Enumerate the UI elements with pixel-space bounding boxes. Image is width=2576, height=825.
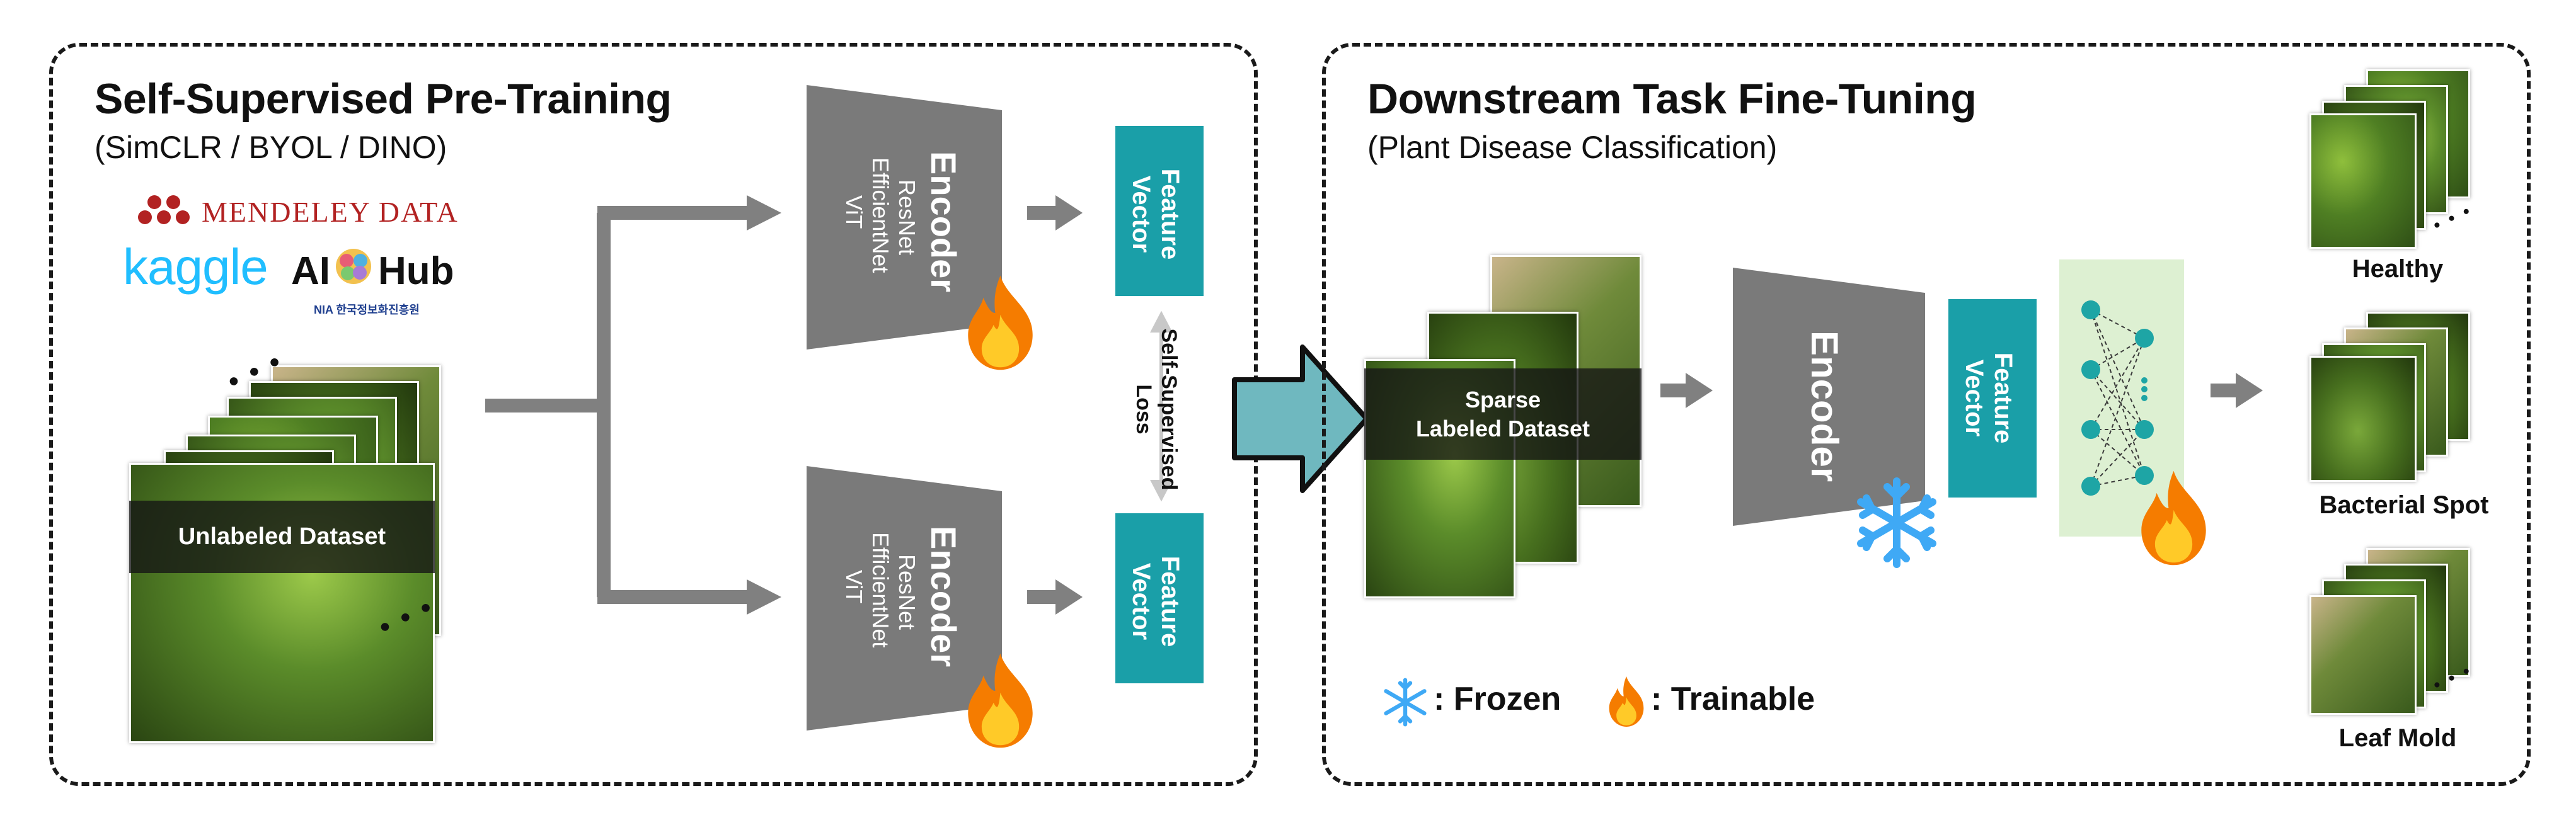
sparse-labeled-dataset-label: Sparse Labeled Dataset: [1364, 368, 1642, 460]
encoder-bottom: [807, 466, 1002, 731]
unlabeled-dataset-label: Unlabeled Dataset: [129, 501, 435, 573]
kaggle-logo: kaggle: [123, 239, 268, 295]
encoder-finetune-title: Encoder: [1803, 331, 1846, 482]
legend-frozen-label: : Frozen: [1434, 681, 1561, 717]
input-node: [2081, 300, 2100, 319]
input-node: [2081, 477, 2100, 496]
input-node: [2081, 360, 2100, 379]
arrow-head: [2236, 373, 2263, 408]
input-node: [2081, 420, 2100, 439]
encoder-finetune: [1733, 268, 1925, 526]
legend-snowflake-icon: [1384, 678, 1427, 727]
arrow-head: [1686, 373, 1713, 408]
fire-icon: [968, 653, 1033, 748]
class-label-bacterial-spot: Bacterial Spot: [2319, 491, 2489, 519]
arrow-head: [747, 579, 781, 615]
class-label-leaf-mold: Leaf Mold: [2338, 724, 2457, 752]
pretraining-subtitle: (SimCLR / BYOL / DINO): [95, 130, 447, 165]
output-node: [2135, 420, 2154, 439]
finetuning-panel: [1322, 43, 2531, 786]
ellipsis-dot: [2141, 377, 2148, 384]
brain-icon: [334, 247, 373, 286]
ellipsis-dot: [2141, 386, 2148, 392]
fire-icon: [2141, 470, 2206, 566]
loss-arrow-head: [1150, 310, 1173, 333]
mendeley-icon: [138, 195, 190, 224]
transition-arrow: [1232, 344, 1369, 493]
encoder-top: [807, 85, 1002, 350]
bacterial-spot-image: [2309, 356, 2417, 482]
healthy-image: [2309, 113, 2417, 249]
snowflake-icon: [1857, 477, 1936, 568]
pretraining-title: Self-Supervised Pre-Training: [95, 75, 672, 123]
arrow-head: [1055, 579, 1083, 615]
feature-vector-finetune: [1948, 299, 2037, 498]
class-label-healthy: Healthy: [2352, 255, 2444, 283]
feature-vector-top: [1115, 126, 1204, 296]
nia-logo: NIA 한국정보화진흥원: [314, 304, 420, 316]
feature-vector-bottom: [1115, 513, 1204, 683]
loss-arrow-head: [1150, 480, 1173, 502]
leaf-mold-image: [2309, 595, 2417, 715]
legend-trainable-label: : Trainable: [1651, 681, 1815, 717]
finetuning-subtitle: (Plant Disease Classification): [1367, 130, 1778, 165]
aihub-logo-ai: AI: [291, 249, 330, 293]
aihub-logo-hub: Hub: [378, 249, 454, 293]
output-node: [2135, 466, 2154, 485]
fire-icon: [968, 275, 1033, 370]
output-node: [2135, 329, 2154, 348]
feature-vector-finetune-label: Feature Vector: [1960, 352, 2017, 444]
ellipsis-dot: [2141, 395, 2148, 401]
legend-fire-icon: [1609, 676, 1644, 727]
mendeley-logo: [135, 192, 192, 230]
finetuning-title: Downstream Task Fine-Tuning: [1367, 75, 1977, 123]
classifier-network: [2081, 300, 2154, 496]
mendeley-logo-text: MENDELEY DATA: [202, 196, 459, 228]
classifier-head: [2059, 259, 2184, 537]
arrow-head: [747, 195, 781, 230]
arrow-head: [1055, 195, 1083, 230]
